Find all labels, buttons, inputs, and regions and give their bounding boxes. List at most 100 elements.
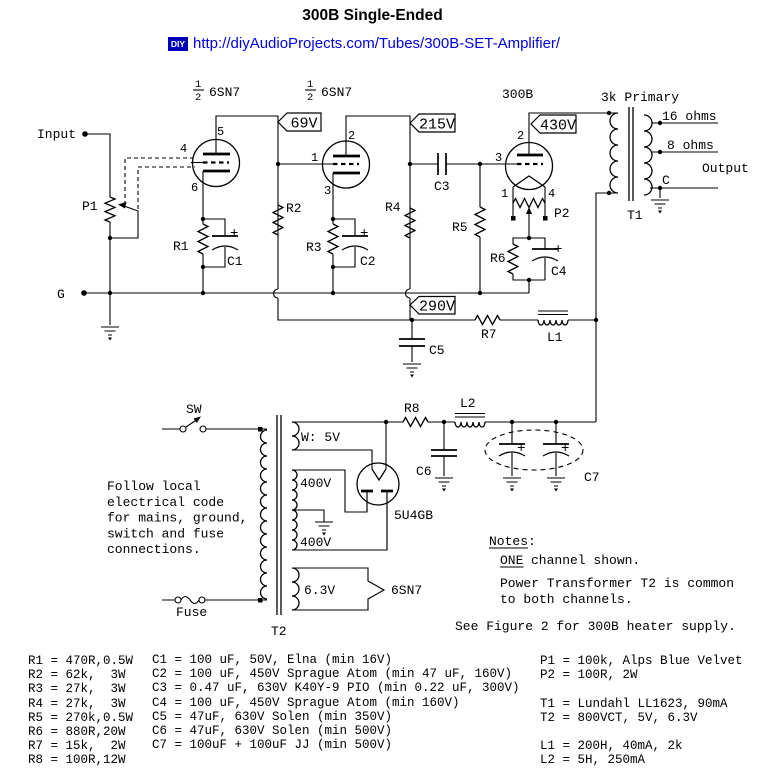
filament xyxy=(371,468,387,482)
switch-arrow-icon xyxy=(193,416,201,423)
pin-300b-fil1: 1 xyxy=(501,187,508,201)
wire-hop xyxy=(272,288,411,299)
fuse-symbol xyxy=(174,595,206,605)
pin-t2-cathode: 3 xyxy=(324,184,331,198)
tap-8ohm-label: 8 ohms xyxy=(667,138,714,153)
t1-primary-label: 3k Primary xyxy=(601,90,679,105)
pin-300b-plate: 2 xyxy=(517,129,524,143)
part-line: P2 = 100R, 2W xyxy=(540,668,638,683)
flag-label: 69V xyxy=(290,116,317,133)
project-link-row: DIY http://diyAudioProjects.com/Tubes/30… xyxy=(168,35,560,52)
tap-common-label: C xyxy=(662,173,670,188)
primary-winding xyxy=(609,112,619,194)
wires xyxy=(84,112,718,601)
pin-300b-fil2: 4 xyxy=(548,187,555,201)
part-line: R7 = 15k, 2W xyxy=(28,739,126,754)
capacitor-c1 xyxy=(211,235,239,251)
part-line: R5 = 270k,0.5W xyxy=(28,710,134,725)
part-line: C7 = 100uF + 100uF JJ (min 500V) xyxy=(152,738,393,753)
c6-label: C6 xyxy=(416,464,432,479)
winding-400v-b xyxy=(291,509,298,551)
voltage-flag-215v: 215V xyxy=(409,113,456,134)
winding-400v-a-label: 400V xyxy=(300,476,331,491)
power-transformer-t2 xyxy=(259,415,386,615)
svg-text:connections.: connections. xyxy=(107,542,201,557)
frac-den: 2 xyxy=(307,92,313,104)
choke-l1 xyxy=(537,310,569,326)
capacitor-c3 xyxy=(437,153,447,175)
wiper-arrow-icon xyxy=(118,202,127,209)
voltage-flag-69v: 69V xyxy=(277,112,322,133)
resistor-r5 xyxy=(473,206,487,238)
capacitor-c4 xyxy=(531,248,559,262)
diy-icon[interactable]: DIY xyxy=(168,36,188,51)
part-line: L1 = 200H, 40mA, 2k xyxy=(540,739,683,754)
resistor-r2 xyxy=(271,204,285,236)
sw-label: SW xyxy=(186,402,202,417)
stage2-tube-label: 6SN7 xyxy=(321,85,352,100)
input-label: Input xyxy=(37,127,76,142)
flag-label: 290V xyxy=(419,299,455,316)
shielded-cable xyxy=(124,157,195,209)
r2-label: R2 xyxy=(286,201,302,216)
flag-label: 430V xyxy=(540,118,576,135)
pin-t2-grid: 1 xyxy=(311,151,318,165)
stage1-tube-label: 6SN7 xyxy=(209,85,240,100)
part-line: L2 = 5H, 250mA xyxy=(540,753,646,768)
part-line: C4 = 100 uF, 450V Sprague Atom (min 160V… xyxy=(152,695,460,710)
secondary-winding xyxy=(643,114,653,196)
frac-den: 2 xyxy=(195,92,201,104)
capacitor-c6 xyxy=(431,449,457,457)
c1-label: C1 xyxy=(227,254,243,269)
c7a-polarity: + xyxy=(517,441,525,457)
core xyxy=(628,107,634,201)
c7-dual-section-outline xyxy=(484,429,584,471)
c2-label: C2 xyxy=(360,254,376,269)
note-common-2: to both channels. xyxy=(500,592,633,607)
part-line: R6 = 880R,20W xyxy=(28,724,126,739)
part-line: R2 = 62k, 3W xyxy=(28,668,126,683)
r4-label: R4 xyxy=(385,200,401,215)
schematic-labels: Input G P1 R1 C1 R2 R3 C2 R4 C3 R5 R6 C4… xyxy=(37,79,749,639)
potentiometer-p1 xyxy=(103,196,127,223)
notes-colon: : xyxy=(528,534,536,549)
part-line: T1 = Lundahl LL1623, 90mA xyxy=(540,696,728,711)
part-line: R3 = 27k, 3W xyxy=(28,682,126,697)
ground-bus-label: G xyxy=(57,287,65,302)
l2-label: L2 xyxy=(460,396,476,411)
pin-300b-grid: 3 xyxy=(495,151,502,165)
output-label: Output xyxy=(702,161,749,176)
resistor-r7 xyxy=(474,314,501,326)
frac-num: 1 xyxy=(307,79,313,91)
heater-callout-arrow xyxy=(292,567,386,611)
winding-6v3 xyxy=(291,567,300,611)
pin-t1-cathode: 6 xyxy=(191,181,198,195)
part-line: R4 = 27k, 3W xyxy=(28,696,126,711)
notes-block: Notes : ONE channel shown. Power Transfo… xyxy=(455,534,736,634)
note-one: ONE xyxy=(500,553,524,568)
part-line: C2 = 100 uF, 450V Sprague Atom (min 47 u… xyxy=(152,667,513,682)
pin-t1-plate: 5 xyxy=(217,125,224,139)
part-line xyxy=(540,682,743,696)
pin-t2-plate: 2 xyxy=(348,129,355,143)
pin-numbers: 5 4 6 1 2 3 2 3 1 4 xyxy=(180,125,555,201)
svg-text:switch and fuse: switch and fuse xyxy=(107,526,224,541)
part-line: C6 = 47uF, 630V Solen (min 500V) xyxy=(152,723,393,738)
note-one-rest: channel shown. xyxy=(531,553,640,568)
part-line: P1 = 100k, Alps Blue Velvet xyxy=(540,654,743,668)
notes-heading: Notes xyxy=(489,534,528,549)
c3-label: C3 xyxy=(434,179,450,194)
resistor-r6 xyxy=(506,243,520,275)
part-line xyxy=(540,725,743,739)
300b-label: 300B xyxy=(502,87,533,102)
tube-6sn7-stage1 xyxy=(191,138,241,188)
wiper-arrow-icon xyxy=(526,207,532,214)
t1-label: T1 xyxy=(627,208,643,223)
tap-16ohm-label: 16 ohms xyxy=(662,109,717,124)
t2-label: T2 xyxy=(271,624,287,639)
winding-400v-a xyxy=(291,469,298,511)
c7b-polarity: + xyxy=(561,441,569,457)
resistor-r4 xyxy=(403,207,417,239)
parts-list-resistors: R1 = 470R,0.5W R2 = 62k, 3W R3 = 27k, 3W… xyxy=(28,654,133,768)
project-url-link[interactable]: http://diyAudioProjects.com/Tubes/300B-S… xyxy=(193,35,561,52)
